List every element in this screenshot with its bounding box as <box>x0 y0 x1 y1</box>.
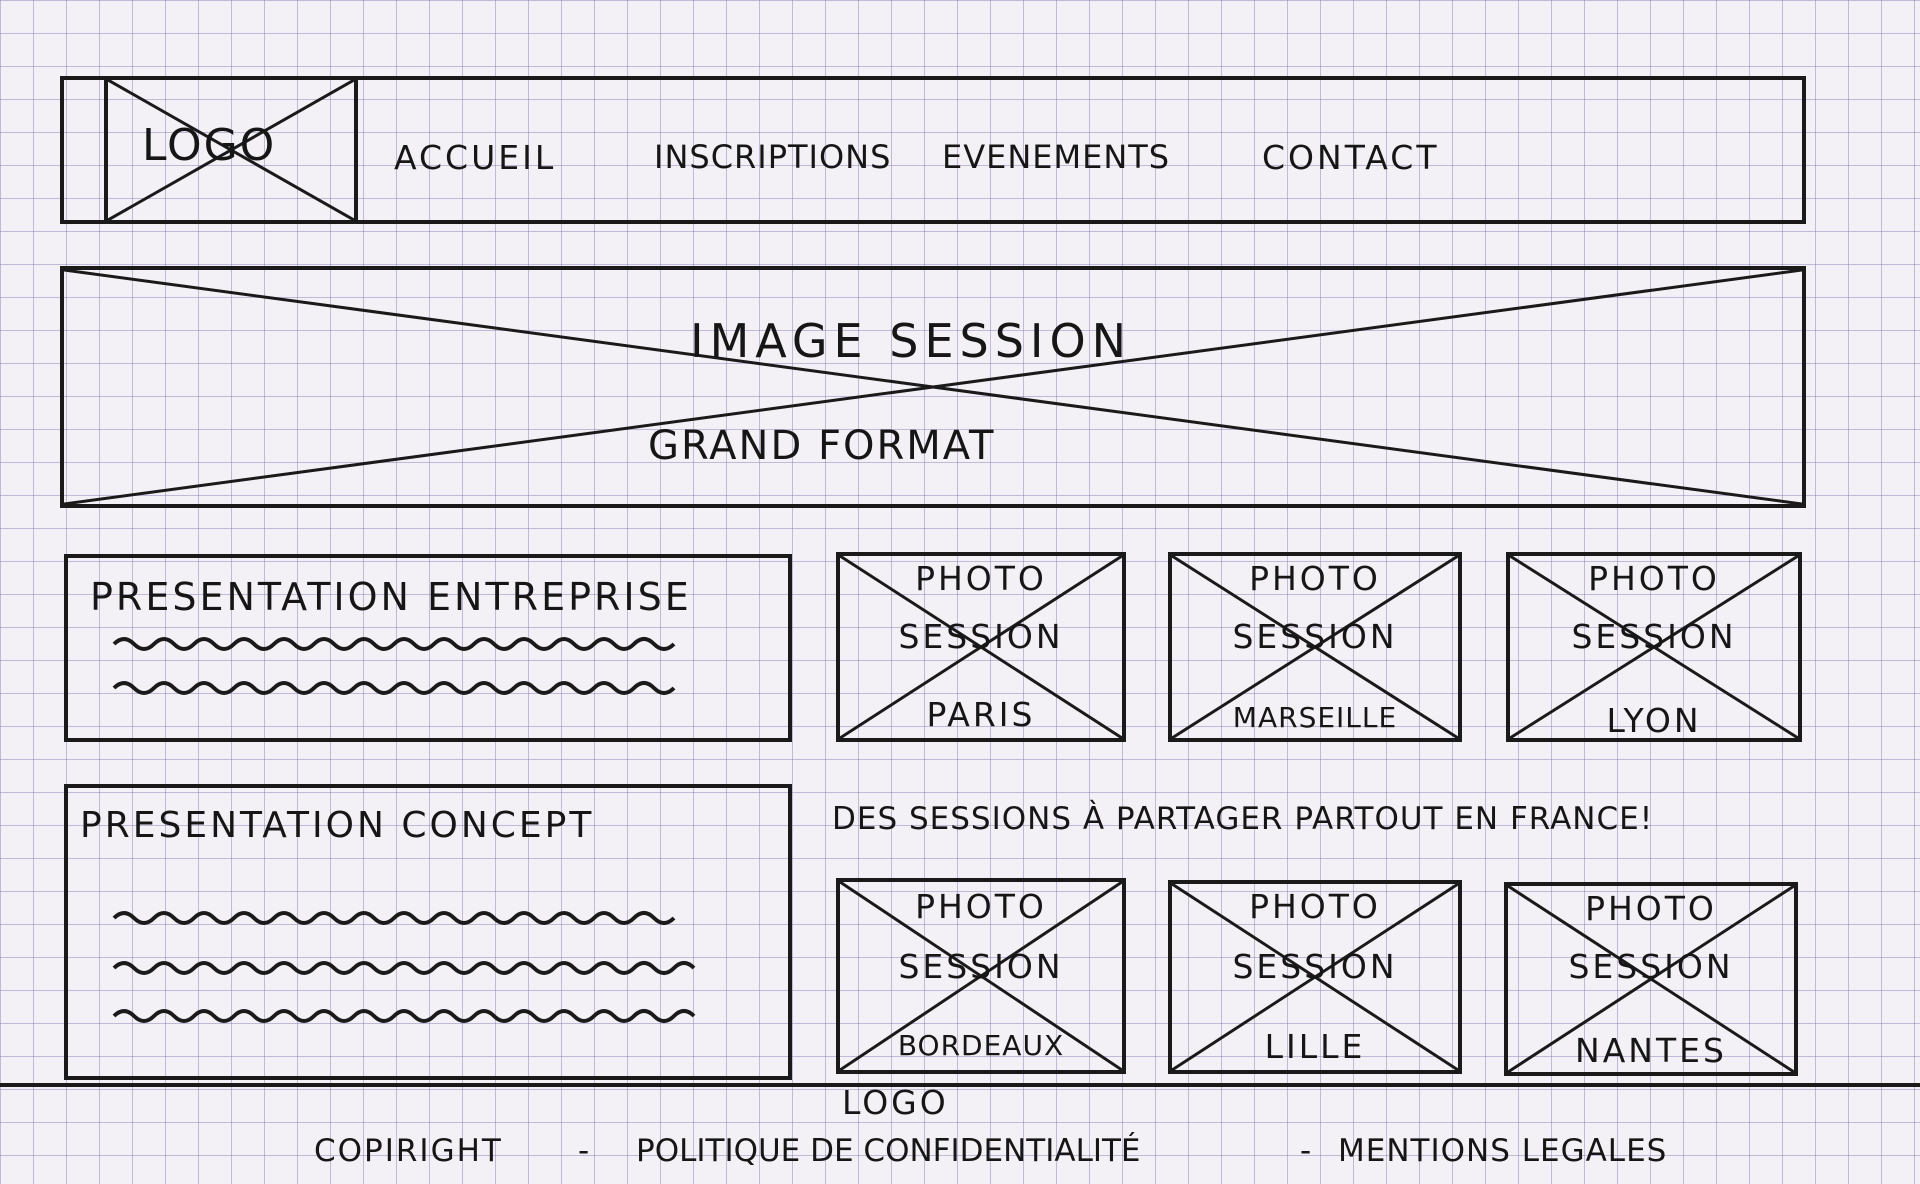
presentation-concept-title: PRESENTATION CONCEPT <box>80 805 595 846</box>
presentation-concept-card: PRESENTATION CONCEPT <box>64 784 792 1080</box>
session-card-line1: PHOTO <box>915 559 1047 598</box>
session-card-lyon[interactable]: PHOTO SESSION LYON <box>1506 552 1802 742</box>
session-card-paris[interactable]: PHOTO SESSION PARIS <box>836 552 1126 742</box>
session-card-city: BORDEAUX <box>897 1029 1065 1062</box>
session-card-nantes[interactable]: PHOTO SESSION NANTES <box>1504 882 1798 1076</box>
text-placeholder-line <box>112 681 676 695</box>
session-card-city: PARIS <box>926 695 1036 734</box>
hero-title-line1: IMAGE SESSION <box>690 314 1133 368</box>
header-logo[interactable]: LOGO <box>104 76 358 224</box>
hero-image-placeholder: IMAGE SESSION GRAND FORMAT <box>60 266 1806 508</box>
hero-placeholder-cross-icon <box>64 270 1802 504</box>
session-card-lille[interactable]: PHOTO SESSION LILLE <box>1168 880 1462 1074</box>
photo-placeholder-cross-icon <box>1172 884 1458 1070</box>
photo-placeholder-cross-icon <box>1510 556 1798 738</box>
nav-link-inscriptions[interactable]: INSCRIPTIONS <box>654 138 892 176</box>
text-placeholder-line <box>112 1009 696 1023</box>
session-card-city: LYON <box>1606 701 1702 740</box>
presentation-entreprise-card: PRESENTATION ENTREPRISE <box>64 554 792 742</box>
text-placeholder-line <box>112 637 676 651</box>
photo-placeholder-cross-icon <box>840 882 1122 1070</box>
session-card-line2: SESSION <box>898 617 1064 656</box>
footer-divider <box>0 1083 1920 1087</box>
session-card-line1: PHOTO <box>1588 559 1720 598</box>
session-card-bordeaux[interactable]: PHOTO SESSION BORDEAUX <box>836 878 1126 1074</box>
footer-logo[interactable]: LOGO <box>842 1083 949 1122</box>
footer-link-legal[interactable]: MENTIONS LEGALES <box>1338 1133 1668 1169</box>
site-header <box>60 76 1806 224</box>
session-card-line2: SESSION <box>1232 947 1398 986</box>
session-card-line1: PHOTO <box>915 887 1047 926</box>
session-card-city: MARSEILLE <box>1232 701 1398 734</box>
session-card-line2: SESSION <box>898 947 1064 986</box>
session-card-marseille[interactable]: PHOTO SESSION MARSEILLE <box>1168 552 1462 742</box>
session-card-line2: SESSION <box>1568 947 1734 986</box>
session-card-line1: PHOTO <box>1585 889 1717 928</box>
sessions-tagline: DES SESSIONS À PARTAGER PARTOUT EN FRANC… <box>832 801 1654 837</box>
session-card-city: NANTES <box>1575 1031 1727 1070</box>
session-card-line2: SESSION <box>1571 617 1737 656</box>
presentation-entreprise-title: PRESENTATION ENTREPRISE <box>90 575 692 619</box>
nav-link-accueil[interactable]: ACCUEIL <box>394 138 557 177</box>
footer-link-copyright[interactable]: COPIRIGHT <box>314 1133 503 1169</box>
photo-placeholder-cross-icon <box>1508 886 1794 1072</box>
nav-link-evenements[interactable]: EVENEMENTS <box>942 138 1171 176</box>
session-card-line1: PHOTO <box>1249 887 1381 926</box>
session-card-city: LILLE <box>1264 1027 1366 1066</box>
text-placeholder-line <box>112 961 696 975</box>
session-card-line1: PHOTO <box>1249 559 1381 598</box>
text-placeholder-line <box>112 911 676 925</box>
logo-placeholder-cross-icon <box>108 80 354 220</box>
photo-placeholder-cross-icon <box>840 556 1122 738</box>
footer-link-privacy[interactable]: POLITIQUE DE CONFIDENTIALITÉ <box>636 1133 1141 1169</box>
hero-title-line2: GRAND FORMAT <box>648 423 996 469</box>
session-card-line2: SESSION <box>1232 617 1398 656</box>
footer-separator: - <box>578 1133 593 1169</box>
nav-link-contact[interactable]: CONTACT <box>1262 138 1440 177</box>
header-logo-label: LOGO <box>142 120 277 171</box>
footer-separator: - <box>1300 1133 1315 1169</box>
photo-placeholder-cross-icon <box>1172 556 1458 738</box>
